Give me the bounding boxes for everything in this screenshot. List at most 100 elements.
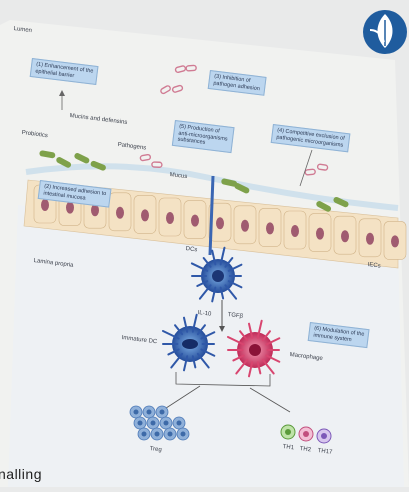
- pathogen-rod: [174, 65, 187, 73]
- cell-process: [256, 319, 263, 339]
- pathogen-rod: [160, 85, 171, 95]
- iecs-label: IECs: [367, 262, 381, 270]
- cell-nucleus: [366, 232, 374, 245]
- cell-process: [190, 262, 209, 272]
- cell-nucleus: [91, 204, 99, 217]
- dc-dendrite: [208, 175, 215, 256]
- probiotic-rod: [90, 160, 106, 171]
- cell-process: [227, 263, 243, 272]
- cell-nucleus: [291, 225, 299, 237]
- cell-process: [161, 329, 180, 340]
- treg-nucleus: [180, 431, 186, 437]
- arrow-up-head: [59, 90, 65, 96]
- cell-nucleus: [191, 214, 199, 227]
- cell-process: [202, 257, 212, 268]
- cell-process: [219, 246, 226, 266]
- il10-label: IL-10: [197, 310, 212, 318]
- cell-process: [239, 330, 249, 342]
- cell-nucleus: [241, 219, 249, 232]
- cell-process: [182, 355, 189, 372]
- cell-process: [232, 354, 245, 362]
- cell-process: [265, 354, 281, 363]
- treg-label: Treg: [149, 446, 163, 454]
- cell-nucleus: [166, 212, 174, 224]
- cell-process: [211, 249, 217, 266]
- cell-process: [235, 358, 249, 375]
- pathogen-rod: [304, 168, 316, 176]
- cell-process: [182, 316, 189, 333]
- cell-process: [226, 335, 245, 346]
- cell-process: [247, 361, 254, 378]
- treg-cells: [129, 405, 190, 441]
- immature-dc: [161, 313, 216, 372]
- treg-nucleus: [141, 431, 147, 437]
- treg-nucleus: [176, 420, 182, 426]
- cell-process: [247, 322, 254, 339]
- th-cells: [280, 424, 332, 444]
- macrophage-cell: [226, 319, 281, 378]
- cell-process: [200, 348, 216, 357]
- pathogen-rod: [171, 84, 184, 93]
- probiotic-bacteria: [39, 150, 349, 212]
- cell-process: [261, 358, 275, 375]
- cell-process: [256, 361, 262, 375]
- cell-nucleus: [316, 227, 324, 240]
- cell-process: [196, 324, 206, 336]
- dcs-label: DCs: [185, 246, 198, 254]
- probiotic-rod: [39, 150, 56, 159]
- probiotic-rod: [333, 196, 349, 208]
- cell-nucleus: [141, 209, 149, 222]
- treg-nucleus: [163, 420, 169, 426]
- cell-process: [261, 330, 271, 342]
- pathogen-rod: [139, 153, 152, 162]
- bracket: [175, 372, 271, 387]
- cell-process: [227, 280, 243, 289]
- cell-process: [167, 348, 180, 356]
- pathogen-bacteria: [139, 64, 329, 176]
- cell-process: [198, 284, 212, 300]
- leaf-logo-icon: [363, 10, 407, 54]
- cell-process: [196, 280, 209, 287]
- probiotic-rod: [234, 183, 250, 194]
- cell-process: [211, 286, 217, 303]
- cell-process: [224, 284, 238, 300]
- cell-nucleus: [41, 199, 49, 211]
- cell-process: [196, 352, 210, 369]
- cell-process: [224, 257, 234, 268]
- caption-text-fragment: nalling: [0, 466, 42, 482]
- treg-nucleus: [133, 409, 139, 415]
- arrow-to-th: [249, 387, 291, 413]
- pathogen-rod: [185, 64, 197, 72]
- cell-process: [265, 337, 281, 346]
- treg-nucleus: [146, 409, 152, 415]
- probiotic-rod: [56, 157, 72, 168]
- treg-nucleus: [159, 409, 165, 415]
- pathogen-rod: [151, 161, 163, 168]
- treg-nucleus: [167, 431, 173, 437]
- probiotic-rod: [221, 178, 238, 187]
- th2-label: TH2: [299, 446, 312, 454]
- cell-nucleus: [266, 222, 274, 235]
- cell-process: [170, 352, 184, 369]
- treg-nucleus: [154, 431, 160, 437]
- treg-nucleus: [137, 420, 143, 426]
- cell-nucleus: [391, 235, 399, 248]
- arrow-exclusion: [299, 149, 313, 187]
- cell-nucleus: [66, 201, 74, 214]
- cell-process: [174, 324, 184, 336]
- treg-nucleus: [150, 420, 156, 426]
- pathogen-rod: [316, 163, 329, 171]
- probiotic-rod: [74, 153, 90, 164]
- cell-process: [191, 313, 198, 333]
- cell-nucleus: [341, 230, 349, 243]
- probiotic-rod: [316, 201, 332, 212]
- cell-process: [191, 355, 197, 369]
- cell-nucleus: [116, 206, 124, 219]
- cytokine-arrow-head: [219, 326, 225, 332]
- cell-nucleus: [216, 217, 224, 230]
- cell-process: [219, 286, 225, 300]
- dendritic-cell: [190, 246, 243, 303]
- th1-label: TH1: [282, 444, 295, 452]
- cell-process: [200, 331, 216, 340]
